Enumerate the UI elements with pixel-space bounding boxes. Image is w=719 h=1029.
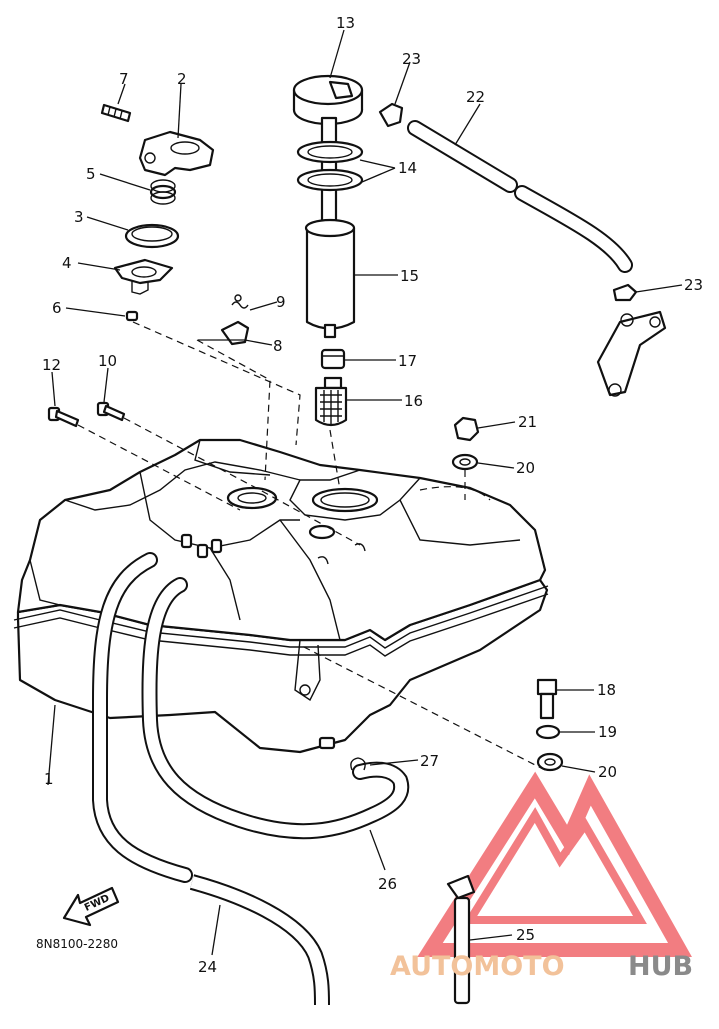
callout-17: 17: [398, 352, 417, 370]
callout-23-top: 23: [402, 50, 421, 68]
bracket-plate: [596, 310, 667, 397]
callout-20-bottom: 20: [598, 763, 617, 781]
screw-6: [125, 310, 139, 322]
callout-1: 1: [44, 770, 54, 788]
diagram-code: 8N8100-2280: [36, 937, 118, 951]
callout-5: 5: [86, 165, 96, 183]
callout-25: 25: [516, 926, 535, 944]
callout-19: 19: [598, 723, 617, 741]
breather-hose-left: [92, 552, 193, 883]
callout-20-top: 20: [516, 459, 535, 477]
watermark-text-hub: HUB: [628, 951, 693, 982]
washer-19: [535, 724, 561, 740]
fitting-17: [320, 348, 346, 370]
callout-9: 9: [276, 293, 286, 311]
callout-26: 26: [378, 875, 397, 893]
callout-8: 8: [273, 337, 283, 355]
callout-7: 7: [119, 70, 129, 88]
bolt-18: [536, 678, 558, 720]
callout-4: 4: [62, 254, 72, 272]
band-25: [446, 874, 476, 1005]
callout-12: 12: [42, 356, 61, 374]
washer-20-bottom: [536, 752, 564, 772]
callout-6: 6: [52, 299, 62, 317]
hose-22: [407, 120, 633, 273]
watermark-logo: [417, 771, 692, 957]
callout-labels: 1 2 3 4 5 6 7 8 9 10 12 13 14 15 16 17 1…: [42, 14, 703, 976]
callout-16: 16: [404, 392, 423, 410]
orings-14: [296, 140, 364, 192]
washer-20-top: [451, 453, 479, 471]
clamp-23-right: [612, 283, 638, 302]
drain-hose-26: [141, 577, 410, 840]
nut-21: [453, 416, 480, 442]
filter-body-15: [304, 218, 356, 339]
assembly-lines: [77, 321, 546, 771]
callout-2: 2: [177, 70, 187, 88]
bolt-10: [96, 401, 126, 422]
callout-18: 18: [597, 681, 616, 699]
callout-10: 10: [98, 352, 117, 370]
strainer-16: [314, 376, 348, 427]
watermark-text: AUTOMOTO HUB: [390, 951, 693, 982]
fwd-arrow-icon: FWD: [62, 886, 120, 927]
plate-4: [113, 258, 174, 295]
callout-21: 21: [518, 413, 537, 431]
bolt-12: [47, 406, 80, 428]
fuel-cock-2: [138, 130, 215, 177]
watermark-text-automoto: AUTOMOTO: [390, 951, 565, 982]
bolt-7: [100, 103, 132, 123]
callout-24: 24: [198, 958, 217, 976]
clip-9: [231, 294, 249, 309]
clip-27: [350, 757, 366, 771]
callout-27: 27: [420, 752, 439, 770]
callout-23-right: 23: [684, 276, 703, 294]
hose-24: [189, 874, 330, 1006]
grommet-8: [220, 320, 250, 346]
callout-15: 15: [400, 267, 419, 285]
spring-5: [149, 179, 177, 205]
callout-13: 13: [336, 14, 355, 32]
callout-3: 3: [74, 208, 84, 226]
gasket-3: [124, 223, 180, 249]
clamp-23-top: [378, 102, 404, 128]
callout-22: 22: [466, 88, 485, 106]
callout-14: 14: [398, 159, 417, 177]
leader-lines: [47, 29, 683, 956]
